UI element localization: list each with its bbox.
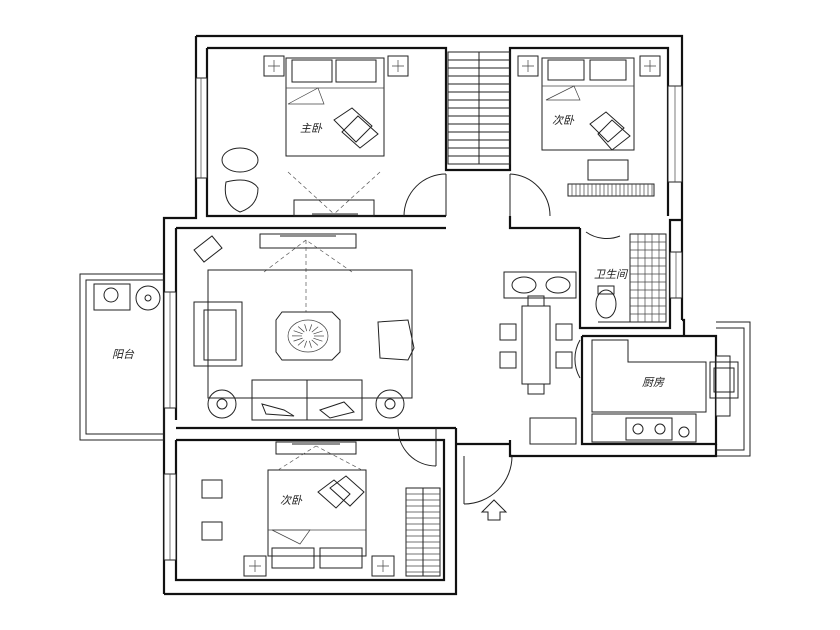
- kitchen-label: 厨房: [642, 376, 665, 389]
- balcony-right: [716, 321, 751, 457]
- master-bedroom-label: 主卧: [300, 122, 323, 135]
- doors: [397, 173, 621, 521]
- bathroom-label: 卫生间: [594, 268, 629, 281]
- second-bedroom-bottom-label: 次卧: [280, 494, 303, 507]
- bathroom: 卫生间: [594, 233, 667, 323]
- second-bedroom-top-label: 次卧: [552, 114, 575, 127]
- kitchen: 厨房: [591, 339, 739, 443]
- second-bedroom-top: 次卧: [517, 55, 661, 197]
- stairs-top: [447, 51, 511, 165]
- living-room: [193, 233, 415, 421]
- master-bedroom: 主卧: [221, 55, 409, 217]
- balcony-label: 阳台: [112, 348, 135, 361]
- windows: [163, 77, 731, 561]
- second-bedroom-bottom: 次卧: [201, 441, 441, 577]
- balcony-left: 阳台: [79, 273, 165, 441]
- dining-area: [499, 271, 577, 445]
